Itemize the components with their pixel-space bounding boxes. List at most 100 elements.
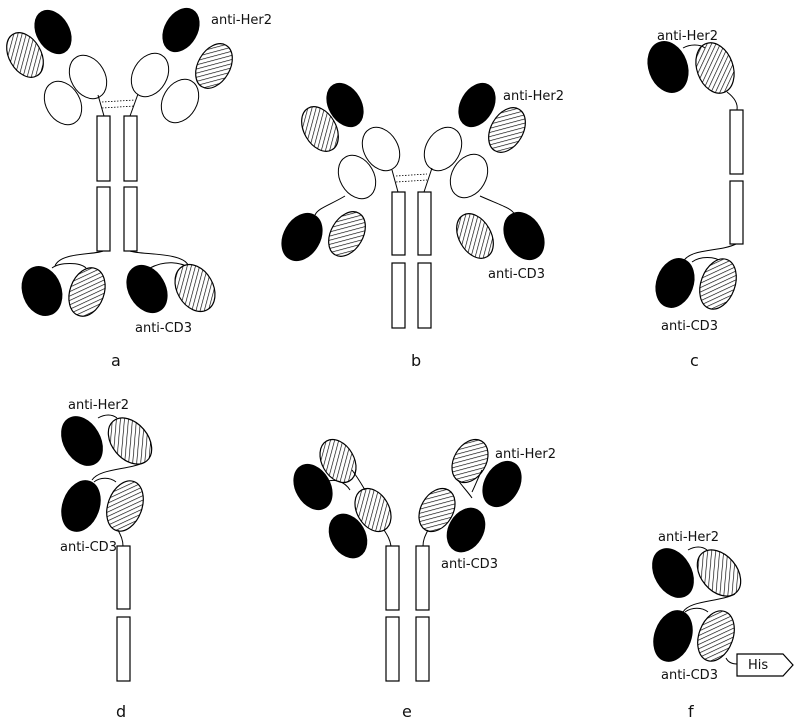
vl-domain bbox=[68, 267, 106, 317]
scfv-linker bbox=[457, 479, 473, 499]
his-tag-label: His bbox=[748, 658, 768, 673]
vl-domain bbox=[456, 213, 494, 259]
vh-domain bbox=[21, 266, 63, 316]
fc-ch3 bbox=[385, 616, 400, 682]
panel-label-d: d bbox=[116, 702, 126, 721]
fc-ch2 bbox=[116, 545, 131, 610]
panel-label-b: b bbox=[411, 351, 421, 370]
hinge-disulfide bbox=[101, 99, 136, 103]
anti-her2-label: anti-Her2 bbox=[211, 13, 272, 28]
panel-label-c: c bbox=[690, 351, 699, 370]
scfv-linker bbox=[97, 414, 118, 419]
vh-domain bbox=[446, 507, 486, 553]
fc-ch3 bbox=[729, 180, 744, 245]
ch1-domain bbox=[130, 52, 170, 98]
anti-her2-label: anti-Her2 bbox=[503, 89, 564, 104]
fc-ch2 bbox=[385, 545, 400, 611]
vh-domain bbox=[162, 7, 200, 53]
hinge-disulfide bbox=[395, 179, 428, 183]
vh-domain bbox=[458, 82, 496, 128]
fc-ch3 bbox=[391, 262, 406, 329]
anti-her2-label: anti-Her2 bbox=[495, 447, 556, 462]
fc-ch3 bbox=[415, 616, 430, 682]
vh-domain bbox=[482, 460, 522, 508]
fc-ch3 bbox=[116, 616, 131, 682]
panel-label-a: a bbox=[111, 351, 121, 370]
fc-ch2 bbox=[415, 545, 430, 611]
vh-domain bbox=[655, 258, 695, 308]
vh-domain bbox=[281, 212, 323, 262]
vl-domain bbox=[6, 32, 44, 78]
vl-domain bbox=[418, 487, 456, 533]
scfv-linker bbox=[726, 91, 738, 111]
scfv-linker bbox=[682, 243, 737, 263]
fc-ch3 bbox=[96, 186, 111, 252]
scfv-linker bbox=[682, 44, 706, 49]
anti-cd3-label: anti-CD3 bbox=[661, 668, 718, 683]
fc-ch2 bbox=[391, 191, 406, 256]
vh-domain bbox=[503, 211, 545, 261]
cl-domain bbox=[43, 80, 83, 126]
fc-ch2 bbox=[729, 109, 744, 175]
panel-d: anti-Her2 anti-CD3 d bbox=[60, 398, 153, 721]
scfv-linker bbox=[129, 250, 189, 266]
fc-ch3 bbox=[123, 186, 138, 252]
vl-domain bbox=[697, 610, 735, 662]
vl-domain bbox=[488, 107, 526, 153]
scfv-linker bbox=[51, 263, 87, 269]
scfv-linker bbox=[479, 195, 516, 216]
hinge-disulfide bbox=[395, 173, 428, 177]
anti-cd3-label: anti-CD3 bbox=[661, 319, 718, 334]
scfv-linker bbox=[351, 469, 366, 491]
hinge-linker bbox=[129, 93, 139, 117]
vh-domain bbox=[61, 416, 103, 466]
his-tag-linker bbox=[725, 657, 738, 665]
scfv-linker bbox=[684, 607, 709, 613]
panel-c: anti-Her2 anti-CD3 c bbox=[647, 29, 744, 370]
panel-b: anti-Her2 anti-CD3 b bbox=[281, 82, 564, 370]
scfv-linker bbox=[314, 195, 346, 216]
scfv-linker bbox=[54, 250, 104, 267]
scfv-linker bbox=[682, 593, 736, 613]
hinge-linker bbox=[422, 529, 429, 547]
scfv-linker bbox=[687, 546, 708, 551]
vh-domain bbox=[293, 463, 333, 511]
panel-label-e: e bbox=[402, 702, 412, 721]
cl-domain bbox=[160, 78, 200, 124]
vl-domain bbox=[301, 106, 339, 152]
scfv-linker bbox=[324, 479, 351, 491]
hinge-linker bbox=[97, 94, 105, 117]
anti-cd3-label: anti-CD3 bbox=[441, 557, 498, 572]
scfv-linker bbox=[471, 469, 483, 493]
vh-domain bbox=[653, 610, 693, 662]
vl-domain bbox=[106, 480, 144, 532]
vl-domain bbox=[107, 417, 153, 465]
vh-domain bbox=[647, 41, 689, 93]
vl-domain bbox=[195, 43, 233, 89]
hinge-disulfide bbox=[101, 105, 136, 109]
anti-her2-label: anti-Her2 bbox=[658, 530, 719, 545]
hinge-linker bbox=[117, 529, 124, 547]
panel-label-f: f bbox=[688, 702, 694, 721]
anti-cd3-label: anti-CD3 bbox=[488, 267, 545, 282]
vh-domain bbox=[61, 480, 101, 532]
vl-domain bbox=[319, 438, 357, 484]
anti-cd3-label: anti-CD3 bbox=[135, 321, 192, 336]
hinge-linker bbox=[383, 529, 392, 547]
his-tag bbox=[736, 653, 794, 677]
anti-her2-label: anti-Her2 bbox=[657, 29, 718, 44]
vl-domain bbox=[174, 263, 216, 313]
hinge-linker bbox=[391, 169, 399, 193]
scfv-linker bbox=[91, 461, 146, 481]
cl-domain bbox=[449, 153, 489, 199]
vl-domain bbox=[699, 258, 737, 310]
ch1-domain bbox=[68, 54, 108, 100]
vl-domain bbox=[328, 211, 366, 257]
vh-domain bbox=[126, 264, 168, 314]
fc-ch2 bbox=[96, 115, 111, 182]
anti-cd3-label: anti-CD3 bbox=[60, 540, 117, 555]
ch1-domain bbox=[361, 126, 401, 172]
panel-e: anti-Her2 anti-CD3 e bbox=[293, 438, 556, 721]
anti-her2-label: anti-Her2 bbox=[68, 398, 129, 413]
